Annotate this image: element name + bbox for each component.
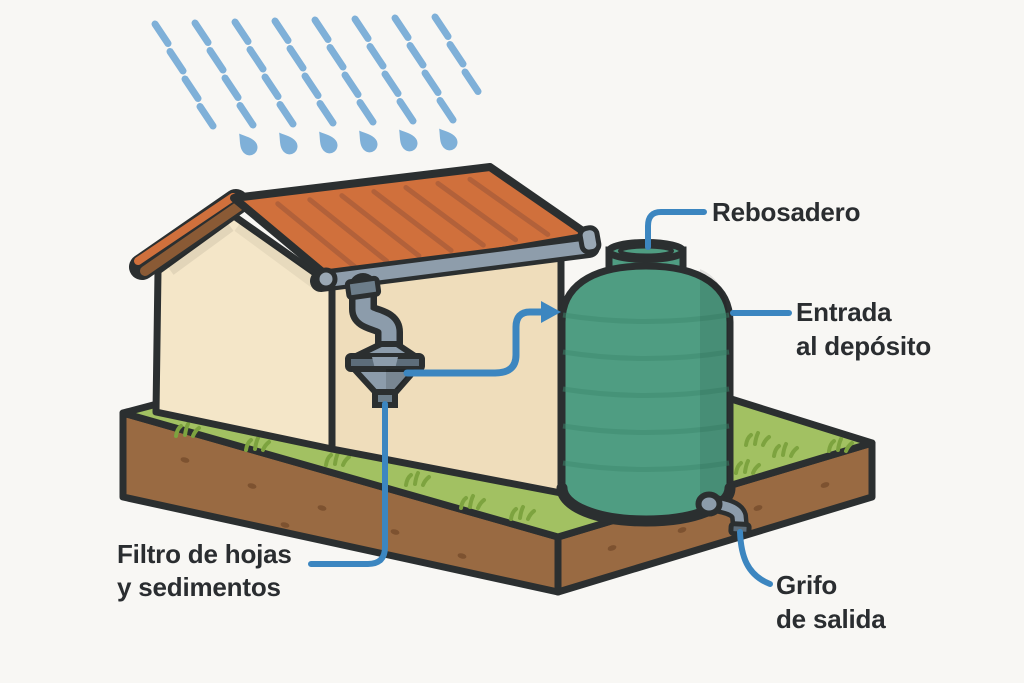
- rake-roof-edge: [134, 193, 237, 265]
- tap-connector: [737, 529, 773, 587]
- roof: [129, 163, 594, 284]
- label-tap-line1: Grifo: [776, 570, 837, 600]
- grass-tufts: [174, 422, 854, 521]
- label-filter-line1: Filtro de hojas: [117, 539, 292, 569]
- flow-arrowhead-icon: [541, 301, 561, 323]
- rain-icon: [151, 13, 482, 156]
- rake-board: [140, 201, 244, 276]
- flow-arrow: [403, 301, 561, 377]
- gable-shadow-left: [166, 221, 234, 275]
- label-inlet-line1: Entrada: [796, 297, 892, 327]
- label-filter-line2: y sedimentos: [117, 572, 281, 602]
- label-overflow: Rebosadero: [712, 197, 860, 227]
- roof-tile-lines: [275, 176, 551, 269]
- gable-shadow-right: [234, 221, 326, 293]
- label-tap-line2: de salida: [776, 604, 886, 634]
- labels: Rebosadero Entrada al depósito Filtro de…: [117, 197, 931, 634]
- flow-arrow-line: [403, 308, 545, 377]
- filter-connector: [308, 401, 388, 567]
- dirt-speckles: [180, 457, 830, 559]
- water-tank: [556, 239, 752, 537]
- label-inlet-line2: al depósito: [796, 331, 931, 361]
- tank-ribs: [562, 312, 730, 472]
- downspout-pipe: [355, 279, 397, 358]
- overflow-connector: [645, 209, 707, 250]
- tap-flange: [695, 491, 723, 517]
- downspout: [344, 273, 403, 364]
- tank-shade: [700, 269, 728, 517]
- outlet-tap: [695, 491, 752, 537]
- connector-lines: [308, 209, 792, 587]
- gutter-left-cap: [314, 267, 338, 291]
- gutter-right-cap: [577, 225, 602, 255]
- downspout-collar: [344, 275, 382, 301]
